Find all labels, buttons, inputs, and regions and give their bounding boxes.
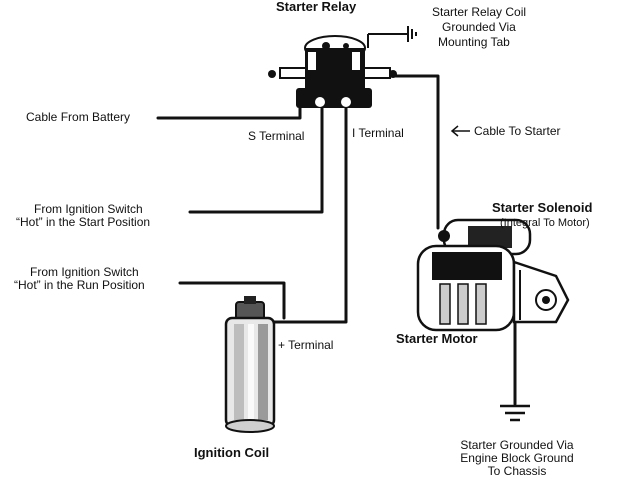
starter-relay bbox=[268, 35, 397, 108]
relay-coil-label-line1: Starter Relay Coil bbox=[432, 5, 527, 19]
battery-cable bbox=[156, 98, 302, 120]
chassis-ground-label-line2: Engine Block Ground bbox=[460, 451, 574, 465]
cable-from-battery-label: Cable From Battery bbox=[26, 110, 131, 124]
ignition-start-label-line1: From Ignition Switch bbox=[34, 202, 143, 216]
starter-motor-label: Starter Motor bbox=[396, 331, 478, 346]
chassis-ground-label-line1: Starter Grounded Via bbox=[460, 438, 574, 452]
cable-to-starter-label: Cable To Starter bbox=[474, 124, 561, 138]
i-terminal-wire bbox=[270, 106, 348, 324]
s-terminal-label: S Terminal bbox=[248, 129, 305, 143]
run-position-wire bbox=[178, 281, 286, 320]
ignition-start-label-line2: “Hot” in the Start Position bbox=[16, 215, 151, 229]
starter-relay-label: Starter Relay bbox=[276, 0, 357, 14]
starter-solenoid-label: Starter Solenoid bbox=[492, 200, 593, 215]
ignition-coil-label: Ignition Coil bbox=[194, 445, 270, 460]
relay-ground-symbol bbox=[367, 26, 417, 48]
plus-terminal-label: + Terminal bbox=[278, 338, 334, 352]
chassis-ground-symbol bbox=[500, 404, 530, 422]
chassis-ground-label-line3: To Chassis bbox=[487, 464, 547, 478]
relay-coil-label-line3: Mounting Tab bbox=[438, 35, 510, 49]
starter-cable bbox=[379, 74, 440, 230]
integral-to-motor-label: (Integral To Motor) bbox=[500, 217, 590, 229]
ignition-coil bbox=[224, 296, 276, 433]
relay-coil-label-line2: Grounded Via bbox=[442, 20, 516, 34]
start-position-wire bbox=[188, 106, 324, 214]
ignition-run-label-line2: “Hot” in the Run Position bbox=[14, 278, 145, 292]
ignition-run-label-line1: From Ignition Switch bbox=[30, 265, 139, 279]
starter-motor bbox=[416, 218, 570, 332]
i-terminal-label: I Terminal bbox=[352, 126, 404, 140]
cable-to-starter-arrow bbox=[450, 125, 470, 137]
